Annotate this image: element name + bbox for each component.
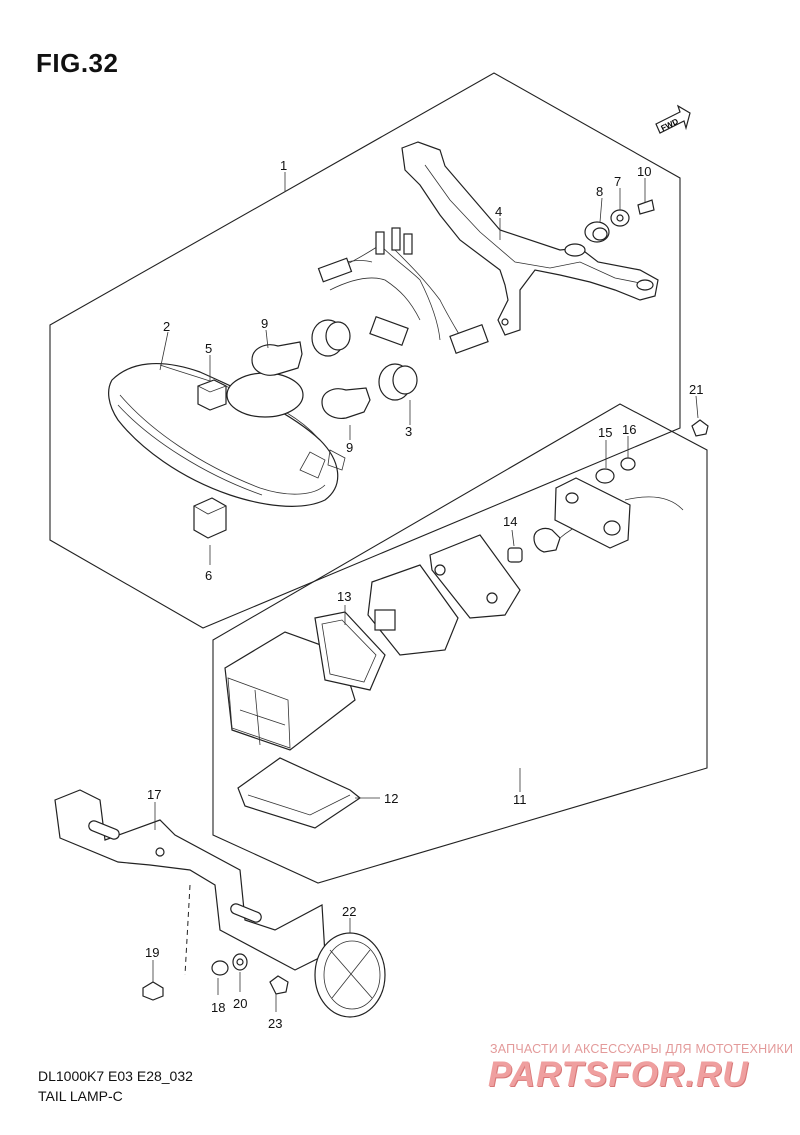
diagram-name: TAIL LAMP-C	[38, 1088, 123, 1104]
reflector-part-12	[237, 757, 362, 829]
gasket-part-13	[314, 611, 386, 691]
watermark-subtitle: ЗАПЧАСТИ И АКСЕССУАРЫ ДЛЯ МОТОТЕХНИКИ	[490, 1042, 794, 1056]
nut-part-21	[691, 419, 709, 437]
callout-15: 15	[598, 425, 612, 440]
callout-9-upper: 9	[261, 316, 268, 331]
washer-part-20	[232, 953, 248, 971]
callout-8: 8	[596, 184, 603, 199]
callout-20: 20	[233, 996, 247, 1011]
callout-12: 12	[384, 791, 398, 806]
bulb-part-14	[507, 547, 523, 563]
license-lamp-housing-part	[554, 477, 684, 549]
callout-21: 21	[689, 382, 703, 397]
lamp-cover-part	[429, 534, 521, 619]
figure-title: FIG.32	[36, 48, 119, 78]
callout-2: 2	[163, 319, 170, 334]
callout-23: 23	[268, 1016, 282, 1031]
washer-part-18	[211, 960, 229, 976]
grommet-part-15	[595, 468, 615, 484]
lamp-base-part	[367, 564, 459, 656]
callout-1: 1	[280, 158, 287, 173]
bolt-path-19	[184, 884, 191, 976]
callout-5: 5	[205, 341, 212, 356]
forward-label: FWD	[659, 117, 680, 133]
washer-part-16	[620, 457, 636, 471]
washer-part-7	[610, 209, 630, 227]
callout-9-lower: 9	[346, 440, 353, 455]
cube-part-6	[193, 497, 227, 539]
lamp-housing-part-2	[108, 362, 346, 507]
bulb-part-9-upper	[251, 341, 303, 376]
bulb-part-9-lower	[321, 387, 371, 419]
callout-13: 13	[337, 589, 351, 604]
callout-18: 18	[211, 1000, 225, 1015]
diagram-code: DL1000K7 E03 E28_032	[38, 1068, 193, 1084]
nut-part-23	[269, 975, 289, 995]
callout-10: 10	[637, 164, 651, 179]
callout-6: 6	[205, 568, 212, 583]
assembly-1-frame	[49, 72, 681, 629]
callout-22: 22	[342, 904, 356, 919]
reflector-part-22	[314, 932, 386, 1018]
watermark-logo: PARTSFOR.RU	[488, 1055, 749, 1094]
socket-harness-part-3	[311, 227, 489, 401]
callout-11: 11	[513, 792, 527, 807]
leader-lines	[152, 172, 699, 1012]
callout-17: 17	[147, 787, 161, 802]
forward-arrow-icon: FWD	[655, 104, 691, 134]
callout-14: 14	[503, 514, 517, 529]
callout-3: 3	[405, 424, 412, 439]
callout-7: 7	[614, 174, 621, 189]
cube-part-5	[197, 379, 227, 411]
bolt-part-19	[142, 981, 164, 1001]
assembly-11-frame	[212, 403, 708, 884]
screw-part-10	[637, 199, 655, 215]
bracket-part-17	[54, 789, 326, 971]
spacer-part-8	[584, 221, 610, 243]
callout-4: 4	[495, 204, 502, 219]
callout-19: 19	[145, 945, 159, 960]
callout-16: 16	[622, 422, 636, 437]
bracket-part-4	[401, 141, 659, 336]
